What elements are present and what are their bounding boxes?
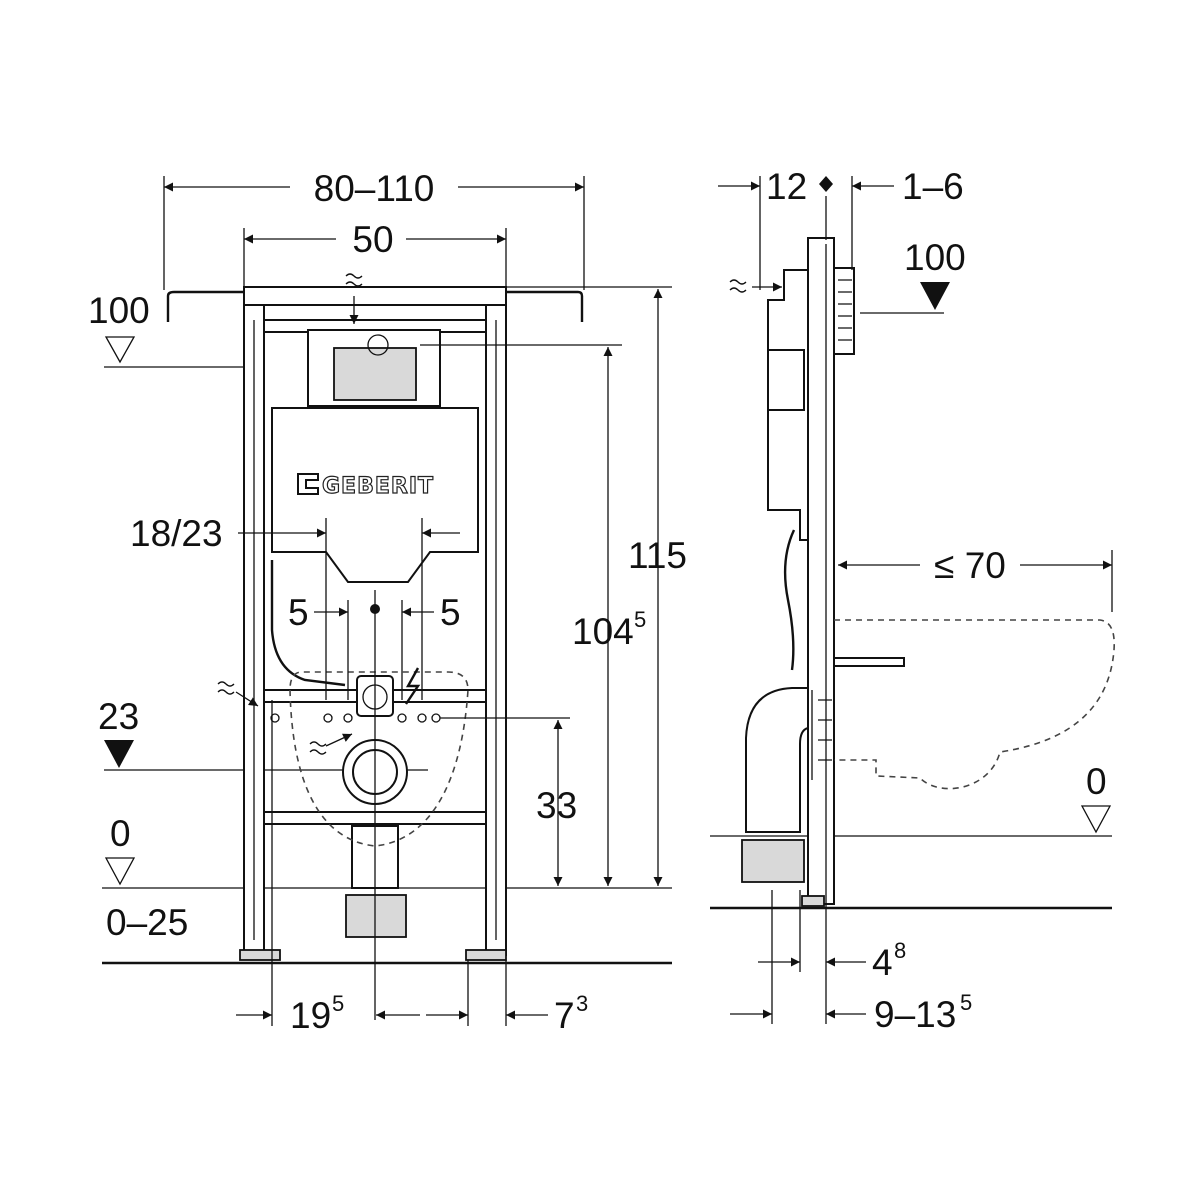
water-symbol-left-icon [217,681,235,695]
side-level-marker-100 [920,282,950,310]
side-actuator-lines [838,279,852,341]
electric-symbol-icon [405,667,421,705]
dim-195-sup: 5 [332,991,344,1016]
side-bowl-outline [834,619,1116,790]
dim-73-sup: 3 [576,991,588,1016]
side-actuator-box [833,267,855,355]
dim-5-right: 5 [440,592,461,633]
level-marker-0-open [104,857,136,886]
dim-1045-sup: 5 [634,607,646,632]
front-view: GEBERIT 80–110 [88,168,687,1036]
side-dim-135-sup: 5 [960,990,972,1015]
side-connector [833,657,905,667]
bolt-holes [270,713,441,723]
waste-pipe-bottom [345,894,407,938]
side-dim-48-main: 4 [872,942,893,983]
side-wall-panel [807,237,835,905]
side-bend-pipe [745,687,809,833]
side-dim-135-main: 9–13 [874,994,956,1035]
dim-5-left: 5 [288,592,309,633]
dim-73-main: 7 [554,995,575,1036]
frame-foot-right [465,949,507,961]
cistern-body [271,407,479,583]
dim-18-23: 18/23 [130,513,223,554]
frame-foot-left [239,949,281,961]
side-level-100: 100 [904,237,966,278]
level-23: 23 [98,696,139,737]
side-bolt-marks [811,690,832,780]
side-level-0: 0 [1086,761,1107,802]
side-view: 12 1–6 100 ≤ 70 0 4 8 9–13 5 [710,166,1116,1035]
flush-valve-circle [367,334,389,356]
water-symbol-top-icon [345,273,363,287]
dim-1045-main: 104 [572,611,634,652]
dim-115: 115 [628,535,687,576]
level-0-left: 0 [110,813,131,854]
side-dim-48-sup: 8 [894,938,906,963]
level-marker-23-filled [104,740,134,768]
side-hose [783,529,796,671]
side-dim-12: 12 [766,166,807,207]
geberit-logo-text: GEBERIT [322,474,434,499]
dim-0-25: 0–25 [106,902,188,943]
water-symbol-center-icon [309,741,327,755]
side-outlet-bottom [741,839,805,883]
frame-top-plate [243,286,507,306]
water-arrow-left [235,691,259,707]
side-dim-1-6: 1–6 [902,166,964,207]
supply-hose [270,560,346,687]
side-level-marker-0 [1080,805,1112,834]
dim-80-110: 80–110 [314,168,435,209]
side-diamond-marker [819,176,833,192]
water-arrow-center [325,733,353,747]
side-cistern-valve [767,349,805,411]
dim-195-main: 19 [290,995,331,1036]
side-water-symbol-icon [729,279,747,293]
actuation-inner [333,347,417,401]
level-100-left: 100 [88,290,150,331]
geberit-logo-mark [297,473,319,495]
level-marker-100-open [104,336,136,364]
side-dim-70: ≤ 70 [934,545,1006,586]
dim-50: 50 [352,219,393,260]
dim-33: 33 [536,785,577,826]
side-foot [801,895,825,907]
